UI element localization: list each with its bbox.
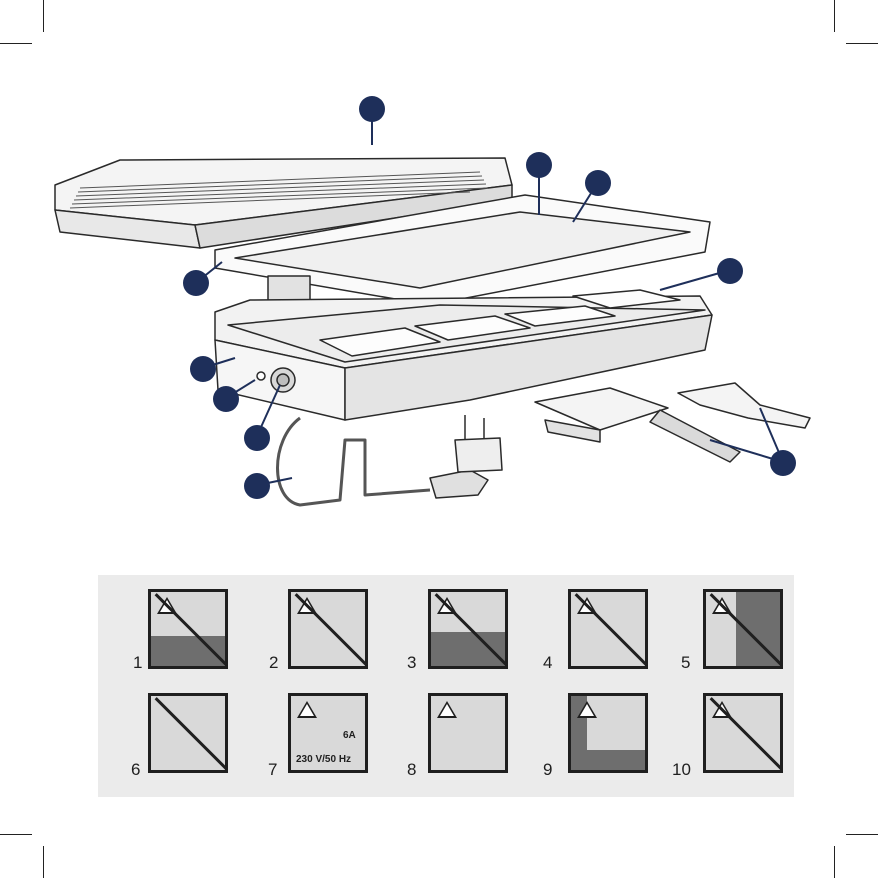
callout-marker [183, 270, 209, 296]
pictogram-number: 7 [268, 760, 277, 780]
callout-marker [244, 473, 270, 499]
pictogram-mains-voltage: 230 V/50 Hz 6A [288, 693, 368, 773]
pictogram-damaged-cord [703, 589, 783, 669]
fuse-label: 6A [343, 730, 356, 741]
pictogram-clearance [568, 693, 648, 773]
callout-marker [585, 170, 611, 196]
crop-mark [43, 846, 44, 878]
pictogram-number: 10 [672, 760, 691, 780]
pictogram-hot-surface [288, 589, 368, 669]
pictogram-number: 5 [681, 653, 690, 673]
pictogram-number: 9 [543, 760, 552, 780]
callout-marker [190, 356, 216, 382]
pictogram-number: 2 [269, 653, 278, 673]
callout-marker [359, 96, 385, 122]
pictogram-number: 1 [133, 653, 142, 673]
voltage-label: 230 V/50 Hz [296, 754, 351, 765]
pictogram-earthed-socket [428, 693, 508, 773]
warning-icon [297, 701, 317, 718]
crop-mark [846, 834, 878, 835]
pictogram-no-flammable-cover [703, 693, 783, 773]
pictogram-number: 8 [407, 760, 416, 780]
pictogram-electric-shock [148, 589, 228, 669]
crop-mark [834, 846, 835, 878]
crop-mark [0, 834, 32, 835]
pictogram-number: 3 [407, 653, 416, 673]
callout-marker [717, 258, 743, 284]
callout-marker [770, 450, 796, 476]
pictogram-number: 6 [131, 760, 140, 780]
raclette-grill-illustration [0, 0, 878, 540]
pictogram-no-repair [148, 693, 228, 773]
callout-marker [244, 425, 270, 451]
pictogram-no-knife [568, 589, 648, 669]
callout-marker [213, 386, 239, 412]
warning-icon [437, 701, 457, 718]
warning-icon [577, 701, 597, 718]
pictogram-water-immersion [428, 589, 508, 669]
callout-marker [526, 152, 552, 178]
pictogram-number: 4 [543, 653, 552, 673]
